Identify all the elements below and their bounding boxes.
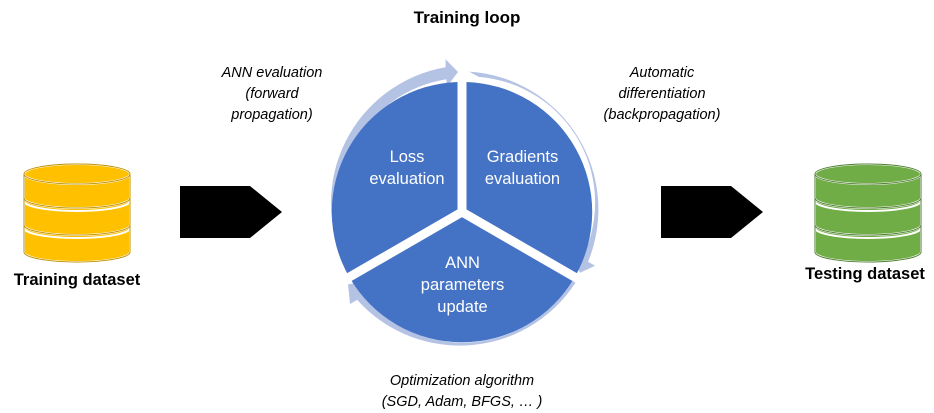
cycle-arrow-backprop	[469, 71, 599, 273]
title: Training loop	[413, 8, 521, 27]
testing-dataset-icon	[814, 163, 922, 263]
annotation-optimizer: Optimization algorithm (SGD, Adam, BFGS,…	[381, 373, 543, 410]
annotation-backpropagation: Automatic differentiation (backpropagati…	[603, 65, 721, 123]
cycle-dividers	[343, 76, 581, 283]
annotation-forward-propagation: ANN evaluation (forward propagation)	[221, 65, 323, 123]
testing-dataset-label: Testing dataset	[805, 265, 925, 283]
cycle-arrow-optimizer	[348, 276, 580, 346]
input-arrow	[180, 186, 282, 238]
training-cycle	[330, 59, 599, 346]
segment-label-gradients: Gradients evaluation	[484, 148, 561, 188]
segment-label-loss: Loss evaluation	[369, 148, 445, 188]
output-arrow	[661, 186, 763, 238]
segment-label-update: ANN parameters update	[420, 254, 505, 316]
training-dataset-icon	[23, 163, 131, 263]
training-dataset-label: Training dataset	[13, 271, 141, 289]
